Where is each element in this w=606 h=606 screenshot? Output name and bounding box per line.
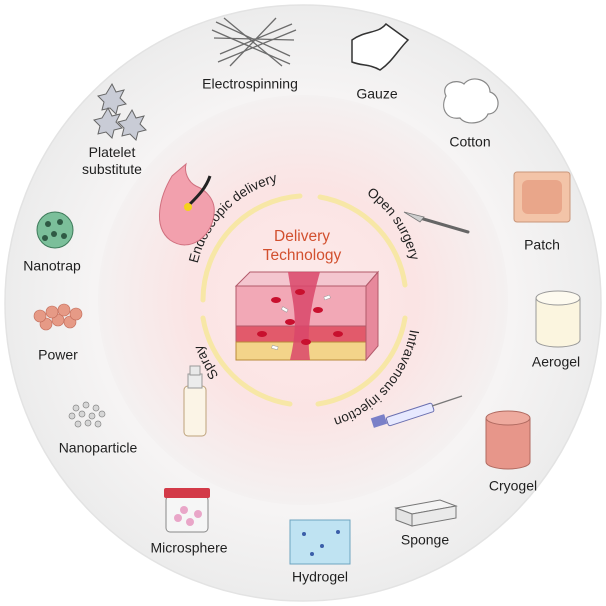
label-platelet-substitute: Platelet substitute bbox=[82, 144, 142, 177]
center-title: Delivery Technology bbox=[242, 227, 362, 265]
powder-spheres-icon bbox=[33, 303, 83, 331]
cotton-icon bbox=[443, 78, 499, 124]
syringe-icon bbox=[370, 395, 463, 428]
label-sponge: Sponge bbox=[400, 531, 450, 548]
hydrogel-icon bbox=[289, 519, 351, 565]
cryogel-icon bbox=[485, 410, 531, 470]
label-microsphere: Microsphere bbox=[150, 539, 228, 556]
stomach-endoscope-icon bbox=[158, 162, 215, 246]
wound-tissue-icon bbox=[234, 270, 380, 362]
platelet-icon bbox=[93, 82, 147, 141]
center-title-line1: Delivery bbox=[274, 228, 330, 245]
label-gauze: Gauze bbox=[356, 85, 398, 102]
sponge-icon bbox=[394, 499, 458, 527]
nanoparticle-icon bbox=[68, 401, 106, 428]
label-cotton: Cotton bbox=[449, 133, 491, 150]
label-aerogel: Aerogel bbox=[531, 353, 581, 370]
patch-icon bbox=[513, 171, 571, 223]
aerogel-icon bbox=[535, 290, 581, 348]
nanotrap-icon bbox=[36, 211, 74, 249]
delivery-ring bbox=[200, 193, 408, 407]
scalpel-icon bbox=[403, 211, 470, 234]
electrospun-fibers-icon bbox=[211, 17, 297, 67]
label-power: Power bbox=[38, 346, 78, 363]
center-title-line2: Technology bbox=[262, 247, 342, 264]
label-cryogel: Cryogel bbox=[488, 477, 538, 494]
microsphere-jar-icon bbox=[164, 488, 210, 533]
label-nanoparticle: Nanoparticle bbox=[58, 439, 138, 456]
label-hydrogel: Hydrogel bbox=[291, 568, 349, 585]
label-electrospinning: Electrospinning bbox=[202, 75, 298, 92]
label-patch: Patch bbox=[524, 236, 560, 253]
gauze-icon bbox=[351, 22, 410, 71]
spray-bottle-icon bbox=[183, 365, 207, 437]
label-nanotrap: Nanotrap bbox=[23, 257, 81, 274]
